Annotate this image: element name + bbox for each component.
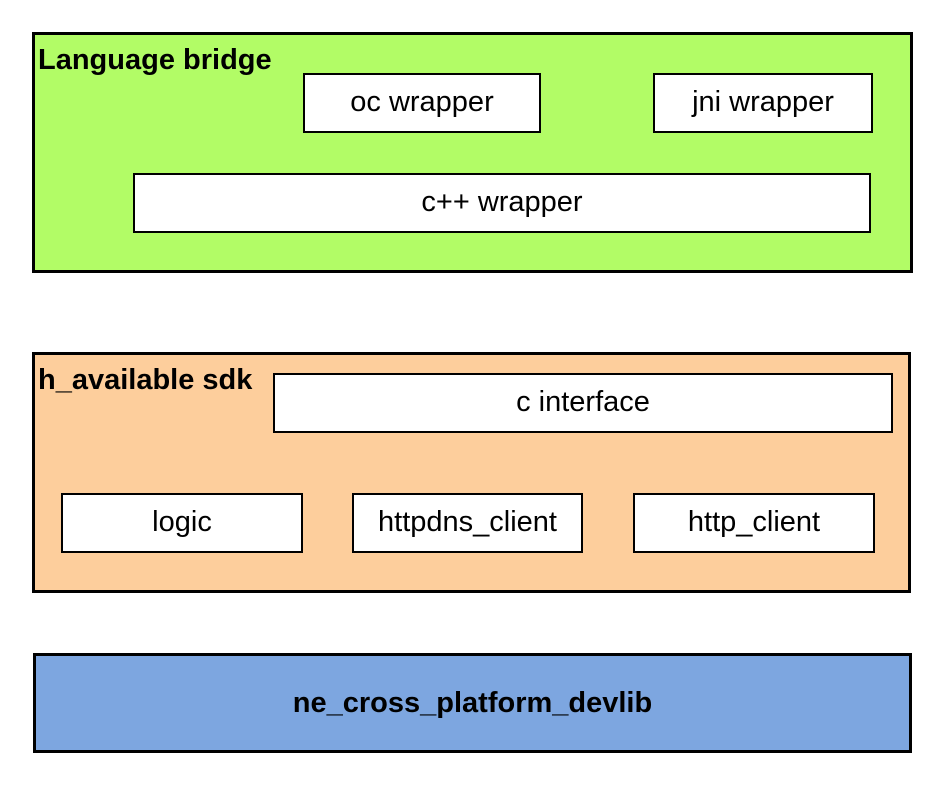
c-interface-box: c interface xyxy=(273,373,893,433)
jni-wrapper-box: jni wrapper xyxy=(653,73,873,133)
h-available-sdk-block: h_available sdk c interface logic httpdn… xyxy=(32,352,911,593)
logic-box: logic xyxy=(61,493,303,553)
language-bridge-block: Language bridge oc wrapper jni wrapper c… xyxy=(32,32,913,273)
httpdns-client-box: httpdns_client xyxy=(352,493,583,553)
ne-cross-platform-devlib-label: ne_cross_platform_devlib xyxy=(292,686,653,719)
ne-cross-platform-devlib-block: ne_cross_platform_devlib xyxy=(33,653,912,753)
language-bridge-label: Language bridge xyxy=(38,44,272,76)
cpp-wrapper-box: c++ wrapper xyxy=(133,173,871,233)
oc-wrapper-box: oc wrapper xyxy=(303,73,541,133)
h-available-sdk-label: h_available sdk xyxy=(38,364,253,396)
http-client-box: http_client xyxy=(633,493,875,553)
